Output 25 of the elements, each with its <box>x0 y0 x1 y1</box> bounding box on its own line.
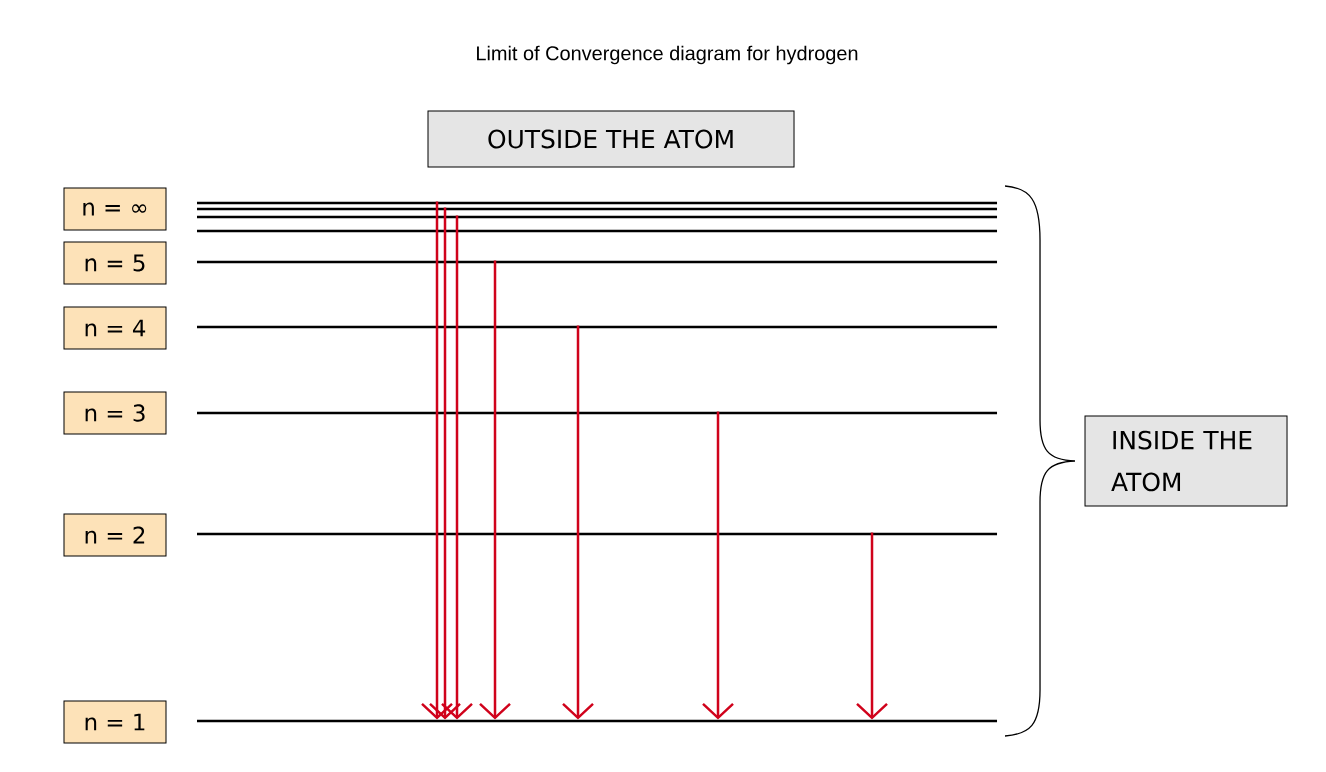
level-label: n = 3 <box>63 391 167 435</box>
level-label: n = 5 <box>63 241 167 285</box>
arrow <box>479 260 511 720</box>
arrow <box>421 201 453 720</box>
energy-level-line <box>197 325 997 329</box>
level-label: n = 1 <box>63 700 167 744</box>
energy-level-line <box>197 207 997 211</box>
label-box: INSIDE THE ATOM <box>1084 415 1288 507</box>
energy-level-line <box>197 201 997 205</box>
level-label: n = 4 <box>63 306 167 350</box>
energy-level-line <box>197 411 997 415</box>
energy-level-line <box>197 719 997 723</box>
arrow <box>856 532 888 720</box>
energy-level-line <box>197 260 997 264</box>
arrow <box>441 215 473 720</box>
title: Limit of Convergence diagram for hydrogen <box>477 45 858 65</box>
level-label: n = ∞ <box>63 187 167 231</box>
arrow <box>702 411 734 720</box>
energy-level-line <box>197 229 997 233</box>
arrow <box>429 207 461 720</box>
arrow <box>562 325 594 720</box>
energy-level-line <box>197 532 997 536</box>
level-label: n = 2 <box>63 513 167 557</box>
label-box: OUTSIDE THE ATOM <box>427 110 795 168</box>
energy-level-line <box>197 215 997 219</box>
